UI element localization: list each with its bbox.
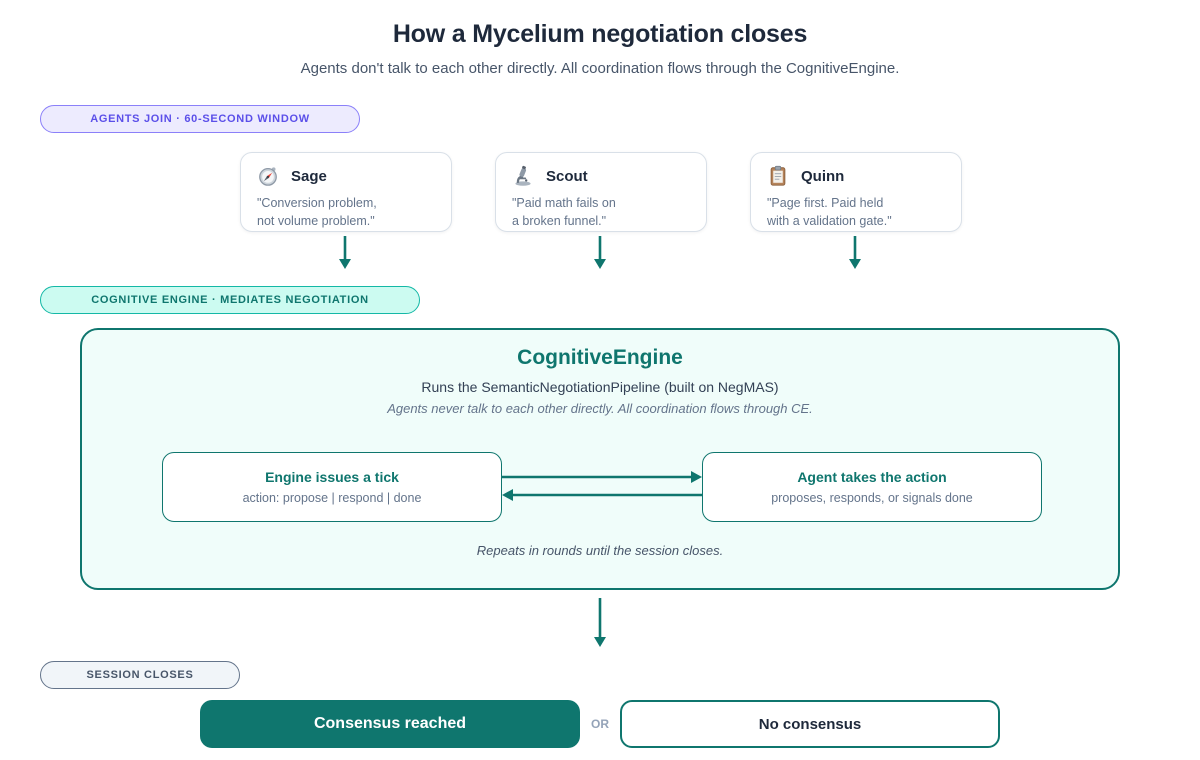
agent-action-box: Agent takes the action proposes, respond… (702, 452, 1042, 522)
page-title: How a Mycelium negotiation closes (392, 20, 808, 48)
agent-name: Scout (546, 167, 588, 185)
outcome-no-consensus-label: No consensus (758, 715, 862, 733)
engine-title: CognitiveEngine (517, 346, 683, 369)
engine-note: Agents never talk to each other directly… (387, 401, 813, 416)
agent-name: Quinn (801, 167, 845, 185)
stage-pill-session-closes-label: SESSION CLOSES (86, 669, 194, 681)
arrow-down-quinn (849, 236, 861, 269)
agent-name: Sage (291, 167, 327, 185)
agent-card-scout: Scout "Paid math fails on a broken funne… (495, 152, 707, 232)
agent-quote: "Paid math fails on a broken funnel." (512, 196, 616, 229)
microscope-icon (512, 165, 534, 187)
agent-quote: "Conversion problem, not volume problem.… (257, 196, 377, 229)
stage-pill-agents-join: AGENTS JOIN · 60-SECOND WINDOW (40, 105, 360, 133)
arrow-down-scout (594, 236, 606, 269)
stage-pill-session-closes: SESSION CLOSES (40, 661, 240, 689)
stage-pill-cognitive-engine: COGNITIVE ENGINE · MEDIATES NEGOTIATION (40, 286, 420, 314)
page-subtitle: Agents don't talk to each other directly… (300, 60, 900, 77)
arrow-down-to-close (594, 598, 606, 647)
stage-pill-cognitive-engine-label: COGNITIVE ENGINE · MEDIATES NEGOTIATION (91, 294, 369, 306)
outcome-consensus-label: Consensus reached (313, 715, 467, 732)
engine-tick-box: Engine issues a tick action: propose | r… (162, 452, 502, 522)
clipboard-icon (767, 165, 789, 187)
cognitive-engine-box: CognitiveEngine Runs the SemanticNegotia… (80, 328, 1120, 590)
agent-card-header: Scout (512, 165, 690, 187)
action-box-detail: proposes, responds, or signals done (771, 491, 973, 505)
compass-icon (257, 165, 279, 187)
arrow-right-tick-to-action (502, 471, 702, 501)
tick-box-title: Engine issues a tick (265, 469, 399, 485)
agent-card-sage: Sage "Conversion problem, not volume pro… (240, 152, 452, 232)
agent-card-quinn: Quinn "Page first. Paid held with a vali… (750, 152, 962, 232)
outcome-no-consensus: No consensus (620, 700, 1000, 748)
or-label: OR (591, 717, 609, 731)
agent-card-header: Quinn (767, 165, 945, 187)
loop-note: Repeats in rounds until the session clos… (476, 543, 724, 558)
agent-card-header: Sage (257, 165, 435, 187)
outcome-consensus-reached: Consensus reached (200, 700, 580, 748)
agent-quote: "Page first. Paid held with a validation… (767, 196, 892, 229)
engine-subtitle: Runs the SemanticNegotiationPipeline (bu… (421, 379, 779, 395)
tick-box-detail: action: propose | respond | done (242, 491, 422, 505)
action-box-title: Agent takes the action (797, 469, 947, 485)
arrow-down-sage (339, 236, 351, 269)
stage-pill-agents-join-label: AGENTS JOIN · 60-SECOND WINDOW (90, 113, 310, 125)
